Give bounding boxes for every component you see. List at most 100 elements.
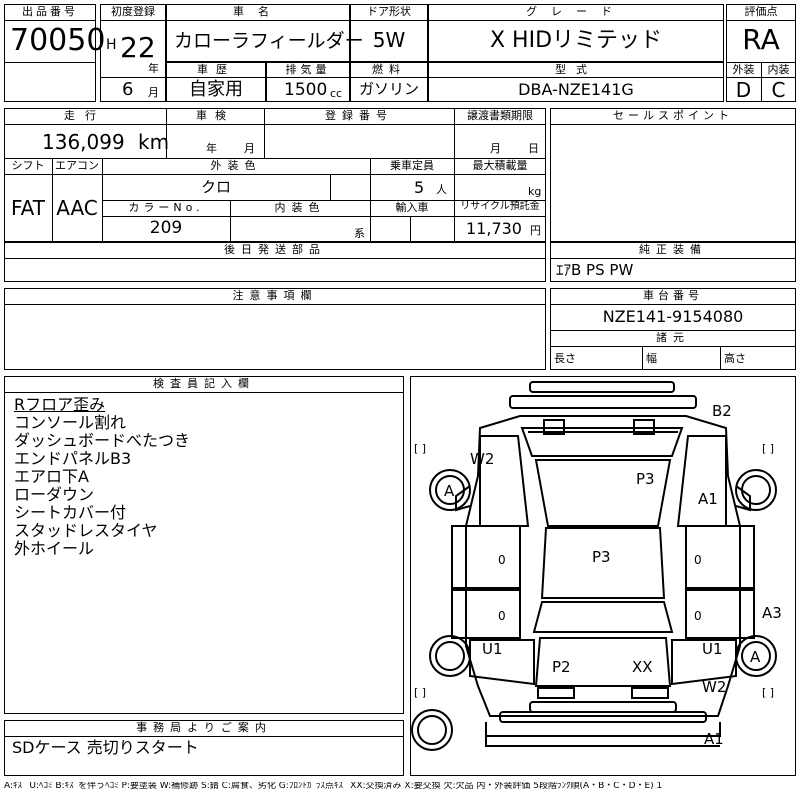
mark-a-right: A	[750, 648, 761, 666]
mark-w2-bottom: W2	[702, 678, 726, 696]
model-label: 型式	[555, 63, 597, 76]
displacement-unit: cc	[330, 87, 343, 100]
registration-month: 6	[122, 79, 134, 100]
sales-points-box	[550, 108, 796, 242]
history: 自家用	[189, 79, 243, 100]
score: RA	[742, 23, 780, 56]
import-label: 輸入車	[395, 201, 429, 214]
later-parts-box	[4, 242, 546, 282]
shift-label: シフト	[11, 159, 45, 172]
history-box	[166, 62, 266, 102]
max-load-label: 最大積載量	[472, 159, 528, 172]
list-item: ダッシュボードべたつき	[14, 431, 191, 450]
displacement-label: 排気量	[285, 63, 331, 76]
transfer-day-unit: 日	[528, 142, 539, 155]
registration-number-label: 登録番号	[325, 109, 393, 122]
color-number-label: カラーNo.	[128, 201, 204, 214]
inspection-year-unit: 年	[206, 142, 217, 155]
door-label: ドア形状	[367, 5, 411, 18]
equipment: ｴｱB PS PW	[556, 261, 634, 279]
lot-number-label: 出品番号	[22, 5, 78, 18]
recycle-fee-label: リサイクル預託金	[460, 201, 540, 212]
month-unit: 月	[148, 86, 159, 99]
mark-p2: P2	[552, 658, 571, 676]
inspection-label: 車検	[196, 109, 234, 122]
list-item: エンドパネルB3	[14, 449, 132, 468]
office-notice: SDケース 売切りスタート	[12, 738, 199, 757]
registration-year: 22	[120, 31, 156, 64]
car-name-label: 車名	[233, 5, 283, 18]
door-type: 5W	[372, 28, 406, 52]
mileage-label: 走行	[64, 109, 106, 122]
recycle-fee-unit: 円	[530, 224, 541, 237]
bracket-left-bottom: [ ]	[414, 686, 426, 699]
office-notice-label: 事務局よりご案内	[136, 721, 272, 734]
capacity: 5	[414, 178, 425, 197]
height-label: 高さ	[724, 352, 746, 365]
year-unit: 年	[148, 62, 159, 75]
door-box	[350, 4, 428, 62]
mark-zero-left-2: 0	[498, 609, 506, 623]
equipment-label: 純正装備	[639, 243, 707, 256]
length-label: 長さ	[554, 352, 576, 365]
ac: AAC	[56, 196, 98, 220]
list-item: コンソール割れ	[14, 413, 127, 432]
mark-a-left: A	[444, 482, 455, 500]
transfer-deadline-label: 譲渡書類期限	[467, 109, 533, 122]
color-number: 209	[149, 218, 183, 238]
legend: A:ｷｽﾞ U:ﾍｺﾐ B:ｷｽﾞを伴うﾍｺﾐ P:要塗装 W:補修跡 S:錆 …	[4, 782, 663, 791]
lot-number-box	[4, 4, 96, 102]
mark-zero-right-2: 0	[694, 609, 702, 623]
exterior-color-label: 外装色	[210, 159, 262, 172]
mark-a1-bottom: A1	[704, 730, 724, 748]
list-item: ローダウン	[14, 485, 95, 504]
displacement-box	[266, 62, 350, 102]
specs-box	[4, 108, 546, 242]
first-registration-label: 初度登録	[111, 5, 155, 18]
damage-diagram-box	[410, 376, 796, 776]
bracket-right-top: [ ]	[762, 442, 774, 455]
mark-w2-top: W2	[470, 450, 494, 468]
width-label: 幅	[646, 352, 657, 365]
mark-a1-right: A1	[698, 490, 718, 508]
office-notice-box	[4, 720, 404, 776]
bracket-right-bottom: [ ]	[762, 686, 774, 699]
recycle-fee: 11,730	[466, 219, 522, 238]
interior-color-label: 内装色	[274, 201, 326, 214]
chassis-box	[550, 288, 796, 370]
mileage-unit: km	[138, 130, 170, 154]
car-name-box	[166, 4, 350, 62]
bracket-left-top: [ ]	[414, 442, 426, 455]
history-label: 車歴	[197, 63, 235, 76]
caution-box	[4, 288, 546, 370]
chassis-label: 車台番号	[643, 289, 703, 302]
score-label: 評価点	[744, 5, 778, 18]
inspector-notes-list: Rフロア歪み コンソール割れ ダッシュボードべたつき エンドパネルB3 エアロ下…	[4, 396, 400, 576]
list-item: シートカバー付	[14, 503, 127, 522]
shift: FAT	[10, 196, 45, 220]
model: DBA-NZE141G	[518, 80, 634, 99]
mark-xx: XX	[632, 658, 653, 676]
inspection-month-unit: 月	[244, 142, 255, 155]
fuel: ガソリン	[358, 80, 419, 98]
first-registration-box	[100, 4, 166, 102]
chassis-number: NZE141-9154080	[602, 307, 744, 326]
grade-box	[428, 4, 724, 62]
lot-number: 70050	[10, 23, 106, 58]
grade: X HIDリミテッド	[489, 28, 663, 53]
capacity-label: 乗車定員	[390, 159, 434, 172]
list-item: スタッドレスタイヤ	[14, 521, 158, 540]
caution-label: 注意事項欄	[232, 289, 318, 302]
era: H	[106, 37, 117, 53]
displacement: 1500	[284, 80, 328, 100]
car-outline-diagram: B2 W2 A P3 A1 P3 0 0 0 0 A3 U1 U1 A P2 X…	[411, 381, 782, 751]
car-name: カローラフィールダー	[174, 30, 364, 52]
interior-color-unit: 系	[354, 227, 365, 240]
sales-points-label: セールスポイント	[613, 109, 733, 122]
max-load-unit: kg	[528, 185, 542, 198]
mark-zero-right-1: 0	[694, 553, 702, 567]
mark-a3: A3	[762, 604, 782, 622]
exterior-grade-label: 外装	[732, 63, 755, 76]
fuel-box	[350, 62, 428, 102]
inspector-notes-label: 検査員記入欄	[153, 377, 255, 390]
